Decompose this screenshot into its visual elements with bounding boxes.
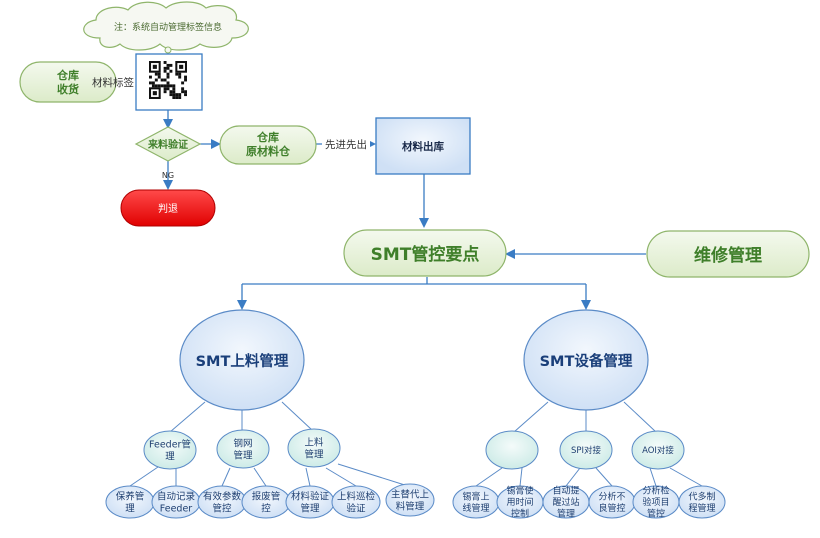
smt-points-label: SMT管控要点 bbox=[371, 244, 480, 265]
equipment-child-spi-line-1: SPI对接 bbox=[571, 445, 602, 456]
equipment-leaf-2-line-3: 控制 bbox=[511, 508, 529, 520]
equipment-child-aoi-line-1: AOI对接 bbox=[642, 445, 674, 456]
feeding-child-loading-line-1: 上料 bbox=[304, 436, 324, 448]
feeding-leaf-2-line-1: 自动记录 bbox=[157, 490, 196, 502]
equipment-child-blank bbox=[485, 430, 539, 470]
feeding-leaf-6-line-1: 上料巡检 bbox=[337, 490, 376, 502]
warehouse-raw-line1: 仓库 bbox=[256, 130, 279, 144]
node-smt-points: SMT管控要点 bbox=[343, 229, 507, 277]
incoming-check-label: 来料验证 bbox=[147, 138, 188, 151]
feeding-leaf-5-line-1: 材料验证 bbox=[291, 490, 330, 502]
maintenance-label: 维修管理 bbox=[694, 245, 762, 266]
node-warehouse-raw: 仓库 原材料仓 bbox=[219, 125, 317, 165]
equipment-leaf-3-line-3: 管理 bbox=[557, 508, 575, 520]
feeding-leaf-6-line-2: 验证 bbox=[346, 502, 366, 514]
feeding-leaf-1-line-2: 理 bbox=[125, 503, 135, 514]
smt-equipment-label: SMT设备管理 bbox=[540, 352, 633, 370]
feeding-child-loading-line-2: 管理 bbox=[304, 448, 324, 460]
feeding-leaf-4-line-1: 报废管 bbox=[252, 490, 281, 502]
smt-feeding-label: SMT上料管理 bbox=[196, 352, 289, 370]
feeding-leaf-7-line-2: 料管理 bbox=[396, 500, 425, 512]
equipment-leaf-4-line-2: 良管控 bbox=[598, 502, 625, 514]
feeding-leaf-3-line-1: 有效参数 bbox=[203, 490, 242, 502]
warehouse-receive-line2: 收货 bbox=[57, 82, 79, 96]
node-maintenance: 维修管理 bbox=[646, 230, 810, 278]
equipment-leaf-2-line-1: 锡膏使 bbox=[506, 485, 533, 497]
feeding-leaf-4-line-2: 控 bbox=[261, 502, 271, 514]
material-label-text: 材料标签 bbox=[92, 76, 134, 89]
feeding-leaf-1-line-1: 保养管 bbox=[116, 490, 145, 502]
equipment-leaf-4-line-1: 分析不 bbox=[598, 490, 625, 502]
equipment-leaf-3-line-2: 醒过站 bbox=[552, 496, 579, 508]
equipment-leaf-2-line-2: 用时间 bbox=[506, 496, 533, 508]
qr-code-icon bbox=[135, 53, 203, 111]
feeding-leaf-2-line-2: Feeder bbox=[160, 503, 193, 514]
node-smt-equipment: SMT设备管理 bbox=[523, 309, 649, 411]
note-cloud: 注：系统自动管理标签信息 bbox=[83, 1, 249, 54]
warehouse-raw-line2: 原材料仓 bbox=[246, 144, 291, 158]
feeding-child-feeder-line-1: Feeder管 bbox=[149, 438, 191, 450]
node-return: 判退 bbox=[120, 189, 216, 227]
node-smt-feeding: SMT上料管理 bbox=[179, 309, 305, 411]
ng-label: NG bbox=[162, 171, 174, 180]
feeding-child-stencil-line-1: 钢网 bbox=[233, 437, 252, 449]
equipment-leaf-6-line-1: 代多制 bbox=[688, 490, 715, 502]
equipment-leaf-6-line-2: 程管理 bbox=[688, 502, 715, 514]
node-incoming-check: 来料验证 bbox=[134, 126, 202, 162]
feeding-child-stencil-line-2: 管理 bbox=[233, 449, 253, 461]
equipment-child-spi: SPI对接 bbox=[559, 430, 613, 470]
node-warehouse-receive: 仓库 收货 bbox=[19, 61, 117, 103]
material-out-label: 材料出库 bbox=[401, 140, 444, 153]
note-text: 注：系统自动管理标签信息 bbox=[114, 21, 222, 33]
equipment-leaf-5-line-1: 分析检 bbox=[642, 485, 669, 497]
equipment-leaf-1-line-2: 线管理 bbox=[462, 502, 489, 514]
equipment-leaf-1-line-1: 锡膏上 bbox=[462, 490, 489, 502]
feeding-child-feeder-line-2: 理 bbox=[165, 451, 175, 462]
return-label: 判退 bbox=[158, 203, 178, 215]
feeding-child-loading: 上料管理 bbox=[287, 428, 341, 468]
equipment-child-aoi: AOI对接 bbox=[631, 430, 685, 470]
feeding-leaf-5-line-2: 管理 bbox=[300, 502, 320, 514]
equipment-leaf-3-line-1: 自动提 bbox=[552, 485, 579, 497]
equipment-leaf-5-line-3: 管控 bbox=[647, 508, 665, 520]
tree-branches bbox=[129, 401, 703, 487]
tree-nodes: Feeder管理钢网管理上料管理保养管理自动记录Feeder有效参数管控报废管控… bbox=[105, 428, 726, 520]
equipment-leaf-5-line-2: 验项目 bbox=[642, 496, 669, 508]
warehouse-receive-line1: 仓库 bbox=[56, 68, 79, 82]
feeding-leaf-3-line-2: 管控 bbox=[212, 502, 232, 514]
node-material-out: 材料出库 bbox=[375, 117, 471, 175]
fifo-label: 先进先出 bbox=[325, 138, 367, 151]
feeding-leaf-7-line-1: 主替代上 bbox=[391, 488, 430, 500]
